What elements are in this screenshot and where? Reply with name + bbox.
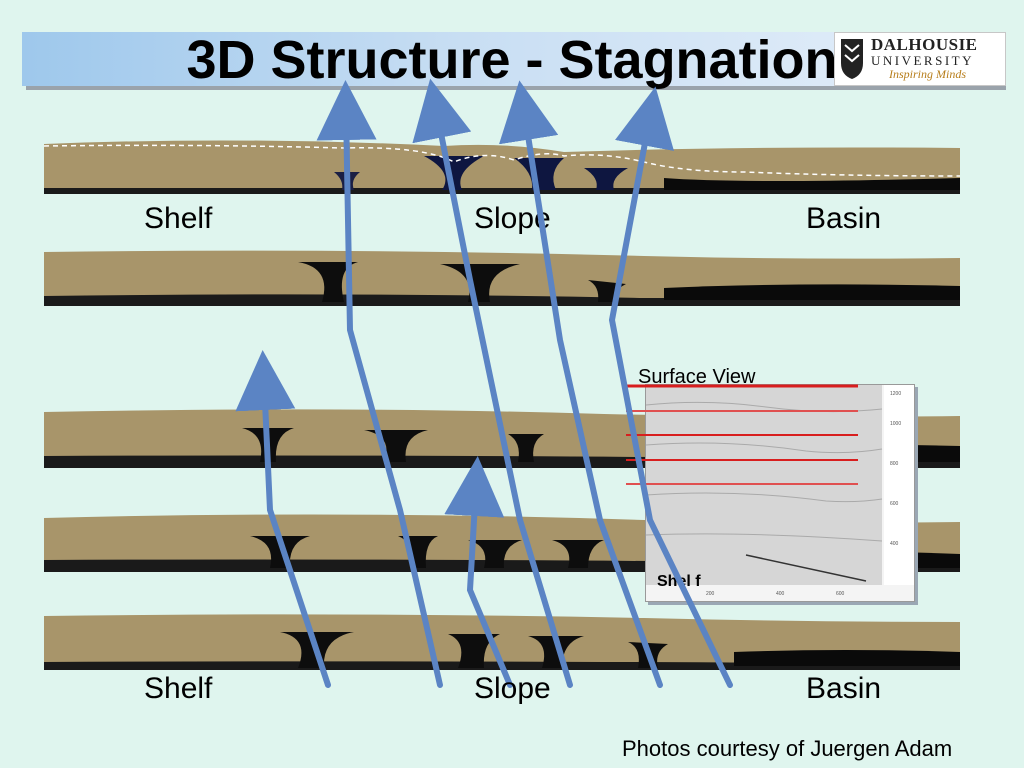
logo-name: DALHOUSIE xyxy=(871,35,978,54)
photo-credit: Photos courtesy of Juergen Adam xyxy=(622,736,953,761)
label-basin-bottom: Basin xyxy=(806,672,882,705)
university-logo: DALHOUSIE UNIVERSITY Inspiring Minds xyxy=(834,32,1006,86)
model-photo-2 xyxy=(44,250,960,306)
surface-view-inset: 1200 1000 800 600 400 200 400 600 xyxy=(645,384,915,602)
svg-text:200: 200 xyxy=(706,591,715,597)
model-photo-1 xyxy=(44,140,960,194)
svg-text:800: 800 xyxy=(890,461,899,467)
svg-text:1000: 1000 xyxy=(890,421,901,427)
arrow-4 xyxy=(412,78,573,688)
svg-text:600: 600 xyxy=(890,501,899,507)
logo-university: UNIVERSITY xyxy=(871,53,974,68)
slide-title: 3D Structure - Stagnation xyxy=(186,30,838,90)
logo-tagline: Inspiring Minds xyxy=(889,67,967,81)
label-slope-bottom: Slope xyxy=(474,672,551,705)
model-photo-5 xyxy=(44,614,960,670)
label-shelf-bottom: Shelf xyxy=(144,672,213,705)
arrow-5 xyxy=(499,80,663,688)
svg-text:400: 400 xyxy=(890,541,899,547)
svg-text:400: 400 xyxy=(776,591,785,597)
svg-text:1200: 1200 xyxy=(890,391,901,397)
label-slope-top: Slope xyxy=(474,202,551,235)
arrow-2 xyxy=(316,80,443,688)
surface-view-title: Surface View xyxy=(638,366,756,388)
svg-text:600: 600 xyxy=(836,591,845,597)
inset-shelf-label: Shel f xyxy=(657,573,701,590)
surface-view-image: 1200 1000 800 600 400 200 400 600 xyxy=(645,385,914,597)
label-shelf-top: Shelf xyxy=(144,202,213,235)
label-basin-top: Basin xyxy=(806,202,882,235)
crest-icon xyxy=(841,39,863,79)
